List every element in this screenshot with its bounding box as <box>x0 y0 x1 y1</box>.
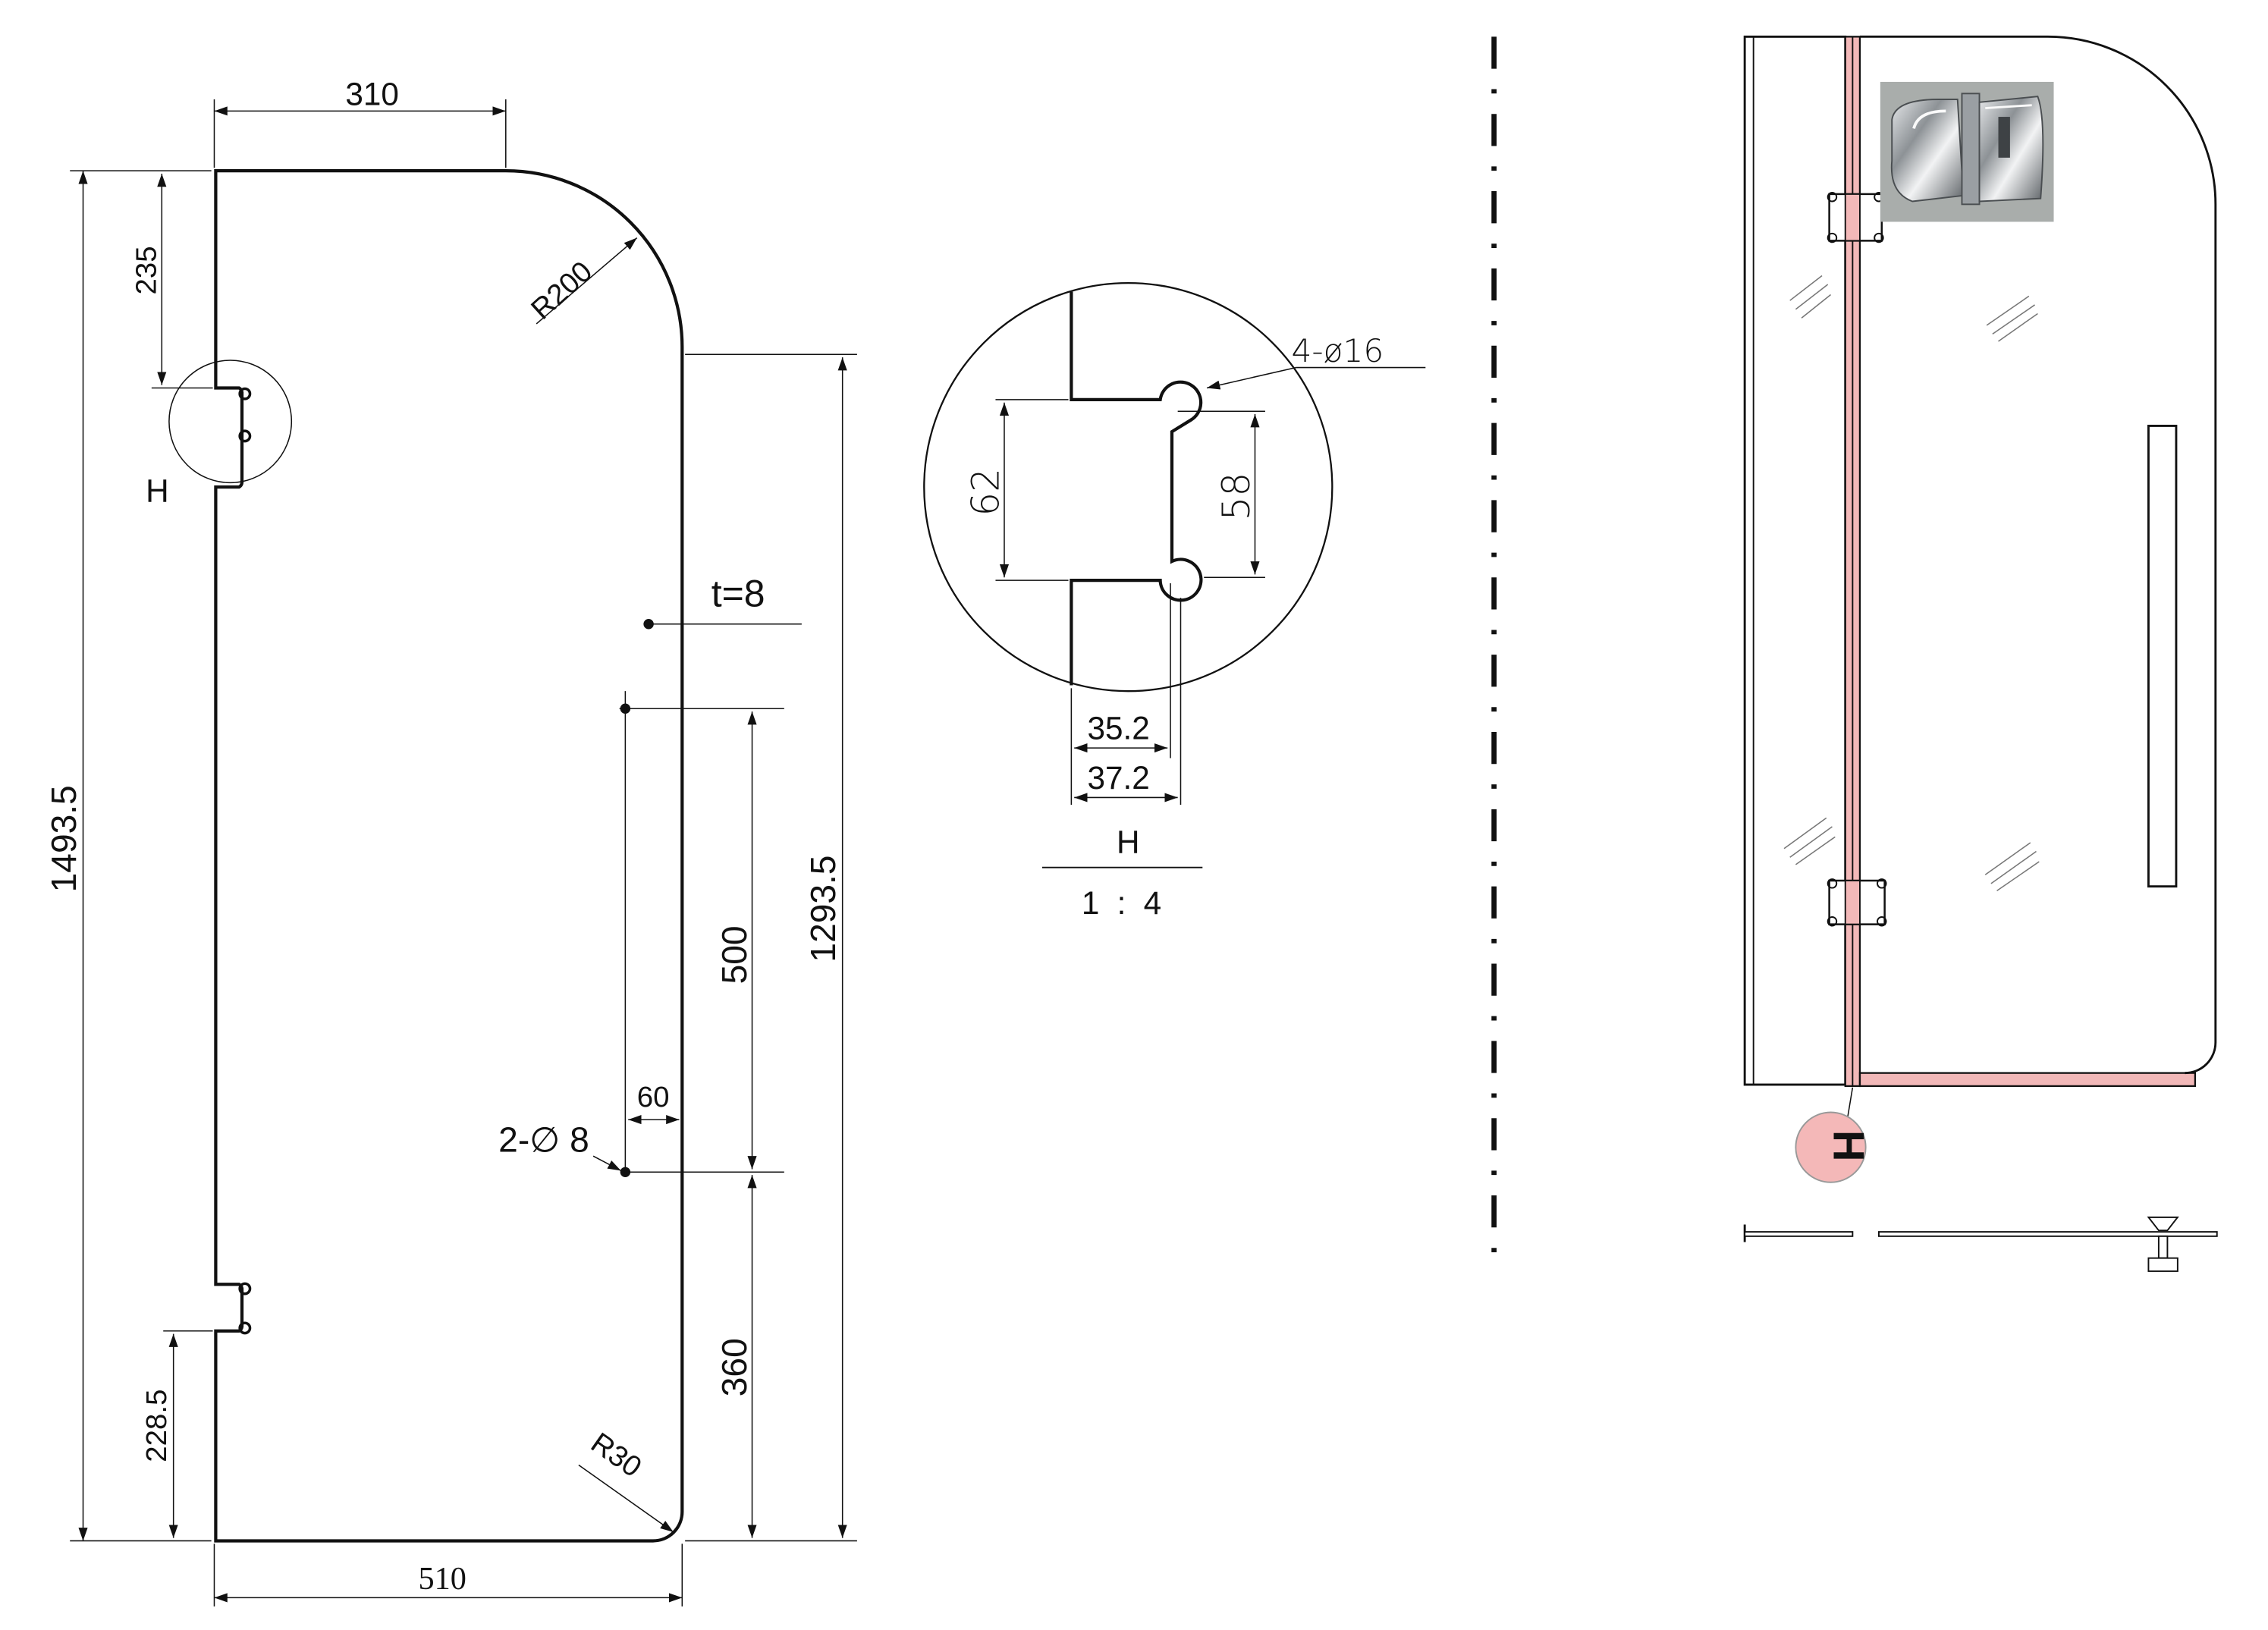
panel-drawing: H t=8 310 R200 1493.5 235 228.5 510 <box>44 77 857 1606</box>
hole-spec-label: 2-∅ 8 <box>498 1120 589 1159</box>
thickness-label: t=8 <box>711 573 765 615</box>
hole-bottom-offset-label: 360 <box>715 1338 754 1396</box>
hinge-photo <box>1880 81 2054 222</box>
detail-marker: H <box>146 473 169 508</box>
side-height-label: 1293.5 <box>803 856 843 963</box>
glass-panel-outline <box>1859 35 2217 1075</box>
door-handle <box>2147 424 2178 888</box>
hinge-bottom <box>1827 878 1887 927</box>
detail-outline <box>1070 291 1203 686</box>
bottom-hinge-offset-label: 228.5 <box>140 1390 173 1462</box>
notch-bump <box>238 387 252 400</box>
detail-circle <box>923 281 1333 693</box>
detail-scale: 1 : 4 <box>1082 885 1166 921</box>
radius-large-label: R200 <box>525 255 598 325</box>
assembly-view: H <box>1743 35 2218 1272</box>
hole-edge-offset-label: 60 <box>637 1081 670 1113</box>
panel-outline <box>214 169 684 1543</box>
depth-inner-label: 35.2 <box>1088 711 1150 746</box>
hole-spacing-label: 500 <box>715 925 754 984</box>
hinge-detail-badge <box>1795 1111 1867 1183</box>
plan-view <box>1743 1216 2218 1272</box>
glass-reflections <box>1783 275 2040 892</box>
notch-inner-label: 58 <box>1214 473 1258 521</box>
total-height-label: 1493.5 <box>44 785 83 892</box>
notch-outer-label: 62 <box>963 468 1007 517</box>
top-width-label: 310 <box>345 77 399 112</box>
notch-bump <box>238 1282 252 1296</box>
notch-bump <box>238 429 252 443</box>
detail-hole-spec-label: 4-ø16 <box>1292 332 1384 369</box>
seal-strip-bottom <box>1858 1072 2197 1088</box>
depth-outer-label: 37.2 <box>1088 760 1150 796</box>
hinge-top <box>1827 192 1884 243</box>
detail-view-h: 62 58 4-ø16 35.2 37.2 H 1 : 4 <box>923 281 1426 921</box>
top-hinge-offset-label: 235 <box>130 246 163 294</box>
hinge-detail-badge-label: H <box>1824 1130 1873 1162</box>
bottom-width-label: 510 <box>418 1561 466 1597</box>
notch-bump <box>238 1321 252 1335</box>
radius-small-label: R30 <box>585 1427 647 1484</box>
detail-callout-circle <box>168 360 293 484</box>
detail-label: H <box>1117 824 1140 859</box>
